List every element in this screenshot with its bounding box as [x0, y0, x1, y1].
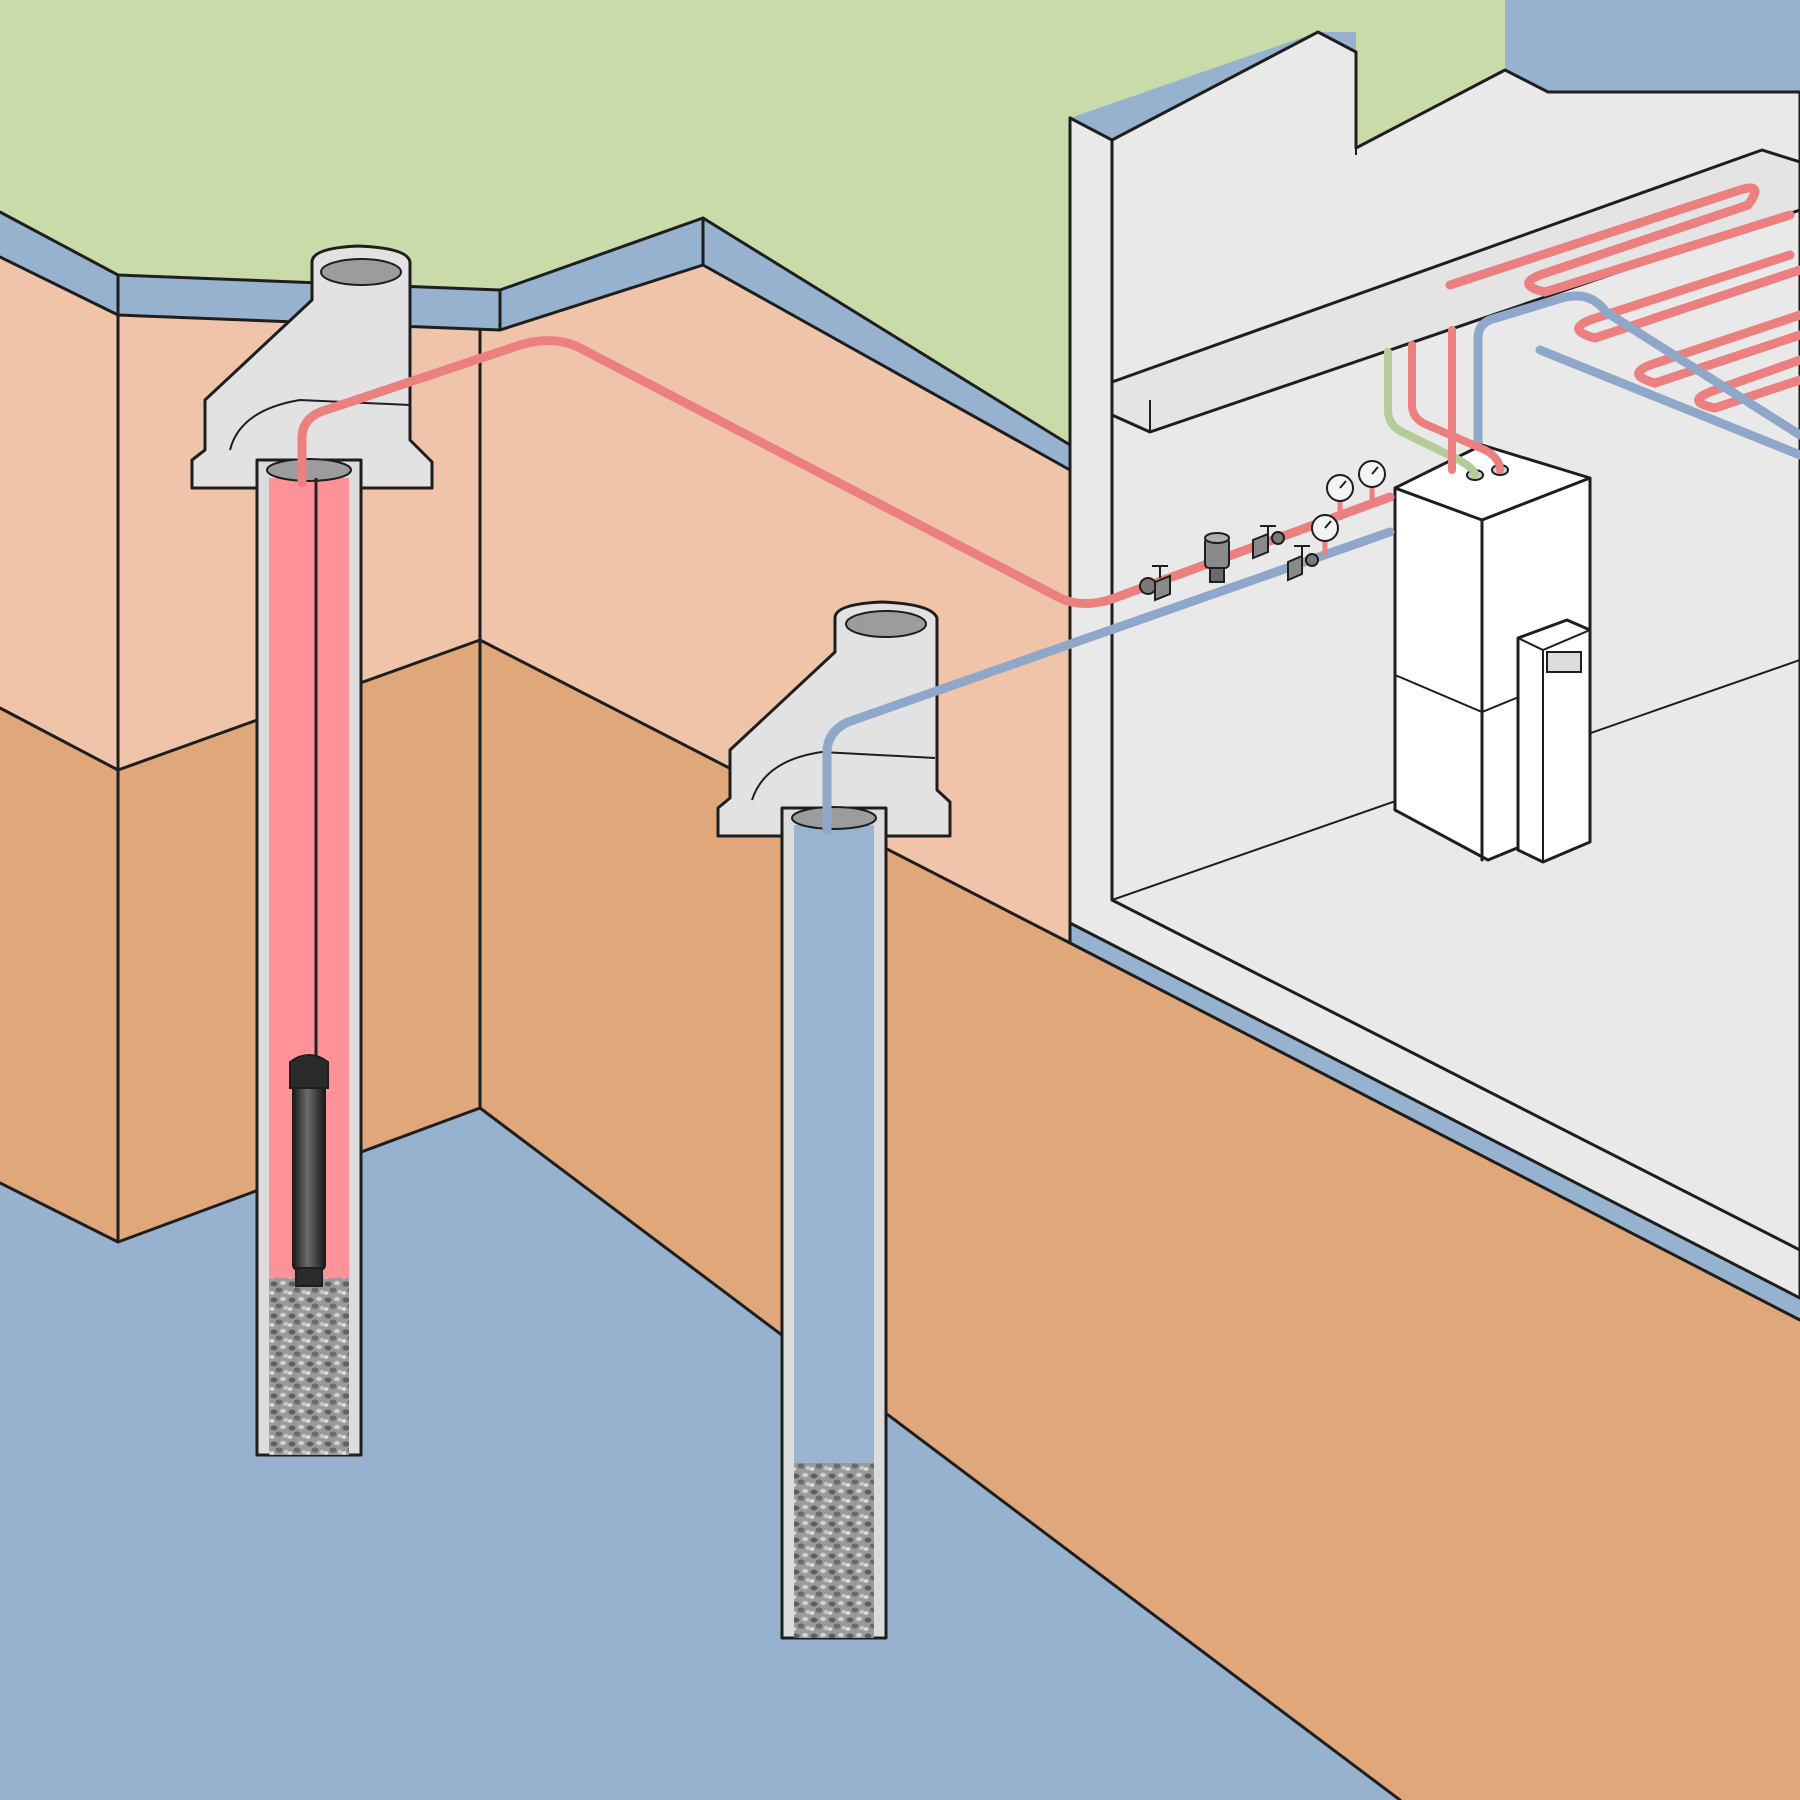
return-well: [716, 527, 1395, 1640]
valve-icon: [1252, 525, 1285, 560]
pipe-fittings: [1139, 460, 1386, 602]
pressure-gauge-icon: [1358, 460, 1386, 505]
layer-edges: [0, 210, 1800, 1800]
upper-floor-slab: [1110, 148, 1800, 434]
return-well-head: [716, 600, 952, 838]
strainer-icon: [1204, 532, 1230, 583]
pressure-gauge-icon: [1326, 474, 1354, 520]
valve-icon: [1139, 565, 1171, 602]
supply-well-head: [190, 244, 434, 490]
pressure-gauge-icon: [1311, 514, 1339, 555]
control-display: [1546, 651, 1582, 673]
green-pipe: [1384, 348, 1479, 479]
supply-well-gravel: [269, 1278, 349, 1455]
supply-well: [190, 244, 1395, 1457]
floor-heating-return: [1473, 291, 1800, 473]
valve-icon: [1287, 545, 1319, 582]
grass-surface: [0, 0, 1505, 445]
supply-pipe: [297, 336, 1395, 608]
heat-pump-unit: [1393, 443, 1592, 864]
red-connection-pipe: [1408, 341, 1504, 474]
floor-heating-coil: [1445, 183, 1800, 413]
heat-pump-connection-pipes: [1384, 326, 1504, 479]
submersible-pump-icon: [292, 1059, 326, 1271]
underfloor-heating-coil: [1445, 183, 1800, 473]
return-pipe: [822, 527, 1395, 835]
return-well-gravel: [794, 1463, 874, 1638]
return-well-water: [794, 825, 874, 1463]
